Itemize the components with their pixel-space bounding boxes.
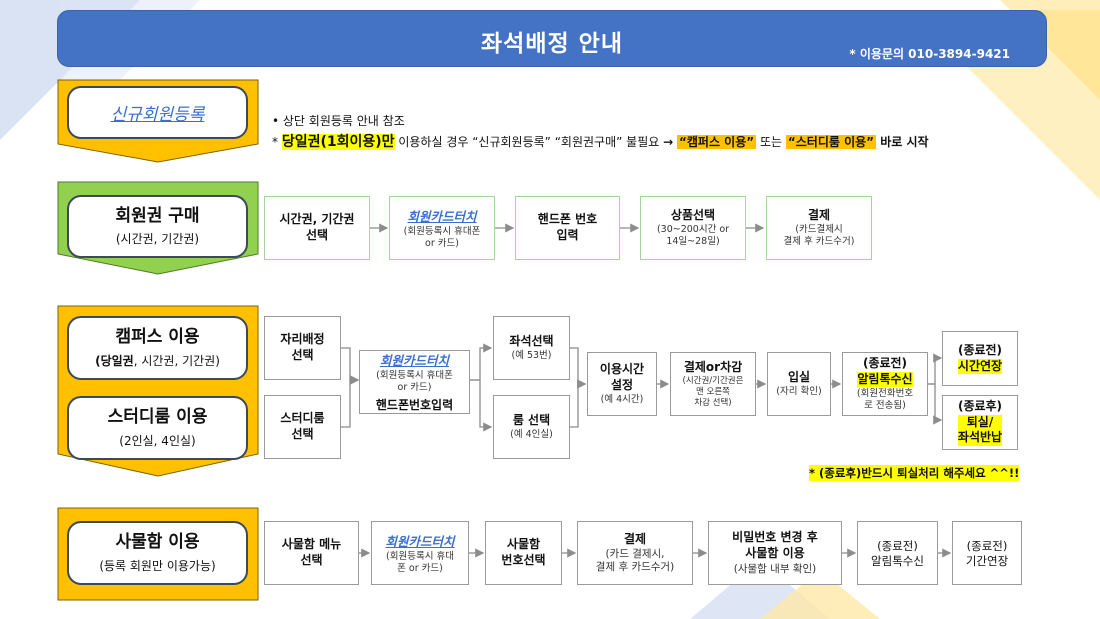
step-link[interactable]: 회원카드터치: [407, 209, 477, 225]
membership-subtitle: (시간권, 기간권): [115, 232, 200, 247]
step-label: 스터디룸 선택: [280, 411, 325, 441]
step-label: 이용시간 설정: [599, 361, 645, 392]
membership-button[interactable]: 회원권 구매 (시간권, 기간권): [67, 195, 248, 258]
locker-button[interactable]: 사물함 이용 (등록 회원만 이용가능): [67, 521, 248, 585]
step-sub: (30~200시간 or 14일~28일): [656, 224, 730, 248]
note-arrow: →: [663, 135, 674, 149]
step-label: (종료전) 기간연장: [965, 539, 1009, 568]
locker-step-payment[interactable]: 결제 (카드 결제시, 결제 후 카드수거): [577, 521, 693, 585]
step-seat-select[interactable]: 좌석선택 (예 53번): [493, 316, 570, 380]
locker-subtitle: (등록 회원만 이용가능): [99, 558, 216, 573]
step-link[interactable]: 회원카드터치: [385, 534, 455, 550]
campus-button[interactable]: 캠퍼스 이용 (당일권, 시간권, 기간권): [67, 316, 248, 380]
step-head: (종료전): [957, 342, 1003, 357]
step-label: 사물함 메뉴 선택: [281, 537, 342, 567]
step-time-setting[interactable]: 이용시간 설정 (예 4시간): [587, 352, 657, 416]
campus-subtitle: (당일권, 시간권, 기간권): [95, 352, 220, 369]
step-sub: (카드결제시 결제 후 카드수거): [783, 224, 855, 248]
campus-title: 캠퍼스 이용: [115, 327, 200, 348]
step-seat-assign[interactable]: 자리배정 선택: [264, 316, 341, 380]
locker-step-menu-select[interactable]: 사물함 메뉴 선택: [264, 521, 359, 585]
step-check-in[interactable]: 입실 (자리 확인): [767, 352, 831, 416]
step-time-extension[interactable]: (종료전) 시간연장: [942, 331, 1018, 386]
step-phone-input: 핸드폰번호입력: [375, 398, 454, 413]
new-member-section: 신규회원등록: [57, 79, 259, 163]
step-pay-or-deduct[interactable]: 결제or차감 (시간권/기간권은 맨 오른쪽 차감 선택): [670, 352, 756, 416]
step-label: 입실: [787, 369, 811, 384]
step-sub: (시간권/기간권은 맨 오른쪽 차감 선택): [682, 376, 744, 408]
step-study-room-select[interactable]: 스터디룸 선택: [264, 395, 341, 459]
note-or: 또는: [756, 135, 786, 149]
step-label: 시간연장: [957, 358, 1003, 375]
step-sub: (회원등록시 휴대 폰 or 카드): [386, 551, 454, 574]
step-sub: (자리 확인): [776, 386, 822, 398]
page-title: 좌석배정 안내: [481, 31, 623, 57]
contact-phone: * 이용문의 010-3894-9421: [849, 47, 1010, 61]
step-head: (종료전): [862, 356, 908, 371]
step-label: 자리배정 선택: [280, 332, 325, 362]
campus-studyroom-section: 캠퍼스 이용 (당일권, 시간권, 기간권) 스터디룸 이용 (2인실, 4인실…: [57, 305, 259, 477]
note-end: 바로 시작: [876, 135, 929, 149]
step-checkout-return-seat[interactable]: (종료후) 퇴실/ 좌석반납: [942, 395, 1018, 450]
new-member-button[interactable]: 신규회원등록: [67, 86, 248, 139]
step-sub: (카드 결제시, 결제 후 카드수거): [595, 548, 675, 574]
step-sub: (예 4인실): [510, 429, 553, 441]
new-member-link[interactable]: 신규회원등록: [110, 105, 205, 125]
study-room-title: 스터디룸 이용: [107, 407, 208, 428]
step-label: 사물함 번호선택: [501, 537, 546, 567]
campus-subtitle-bold: (당일권: [95, 353, 134, 368]
membership-section: 회원권 구매 (시간권, 기간권): [57, 181, 259, 275]
step-sub: (사물함 내부 확인): [733, 562, 817, 575]
step-sub: (회원등록시 휴대폰 or 카드): [403, 226, 481, 249]
step-select-product[interactable]: 상품선택 (30~200시간 or 14일~28일): [640, 196, 746, 260]
campus-tag: “캠퍼스 이용”: [676, 135, 757, 149]
step-link[interactable]: 회원카드터치: [379, 353, 449, 369]
step-room-select[interactable]: 룸 선택 (예 4인실): [493, 395, 570, 459]
locker-step-card-touch[interactable]: 회원카드터치 (회원등록시 휴대 폰 or 카드): [371, 521, 469, 585]
step-label: 상품선택: [670, 207, 716, 222]
day-pass-highlight: 당일권(1회이용)만: [281, 134, 395, 150]
locker-step-extend[interactable]: (종료전) 기간연장: [952, 521, 1022, 585]
step-label: 결제or차감: [683, 359, 743, 374]
step-sub: (회원등록시 휴대폰 or 카드): [376, 370, 453, 394]
step-label: 좌석선택: [509, 333, 554, 348]
step-label: 결제: [807, 207, 831, 222]
study-room-subtitle: (2인실, 4인실): [119, 433, 196, 448]
checkout-warning: * (종료후)반드시 퇴실처리 해주세요 ^^!!: [809, 465, 1020, 481]
step-sub: (회원전화번호 로 전송됨): [856, 388, 914, 412]
note-text: 이용하실 경우 “신규회원등록” “회원권구매” 불필요: [394, 135, 664, 149]
membership-title: 회원권 구매: [115, 205, 200, 226]
locker-section: 사물함 이용 (등록 회원만 이용가능): [57, 507, 259, 601]
step-label: 퇴실/ 좌석반납: [957, 414, 1003, 446]
step-card-touch-or-phone[interactable]: 회원카드터치 (회원등록시 휴대폰 or 카드) 핸드폰번호입력: [359, 350, 470, 414]
locker-step-alert[interactable]: (종료전) 알림톡수신: [857, 521, 938, 585]
step-sub: (예 53번): [511, 350, 552, 362]
step-phone-input[interactable]: 핸드폰 번호 입력: [515, 196, 620, 260]
locker-step-number-select[interactable]: 사물함 번호선택: [485, 521, 562, 585]
step-label: 비밀번호 변경 후 사물함 이용: [732, 530, 818, 560]
locker-title: 사물함 이용: [115, 532, 200, 553]
step-select-pass-type[interactable]: 시간권, 기간권 선택: [264, 196, 370, 260]
step-member-card-touch[interactable]: 회원카드터치 (회원등록시 휴대폰 or 카드): [389, 196, 495, 260]
step-label: 시간권, 기간권 선택: [279, 212, 355, 242]
note-day-pass: * 당일권(1회이용)만 이용하실 경우 “신규회원등록” “회원권구매” 불필…: [272, 131, 929, 151]
campus-subtitle-rest: , 시간권, 기간권): [133, 353, 220, 368]
study-room-tag: “스터디룸 이용”: [785, 135, 877, 149]
step-head: (종료후): [957, 399, 1003, 414]
study-room-button[interactable]: 스터디룸 이용 (2인실, 4인실): [67, 396, 248, 460]
step-payment[interactable]: 결제 (카드결제시 결제 후 카드수거): [766, 196, 872, 260]
step-label: 룸 선택: [512, 412, 551, 427]
note-star: *: [272, 135, 282, 149]
step-sub: (예 4시간): [600, 394, 644, 406]
step-label: 핸드폰 번호 입력: [537, 212, 598, 242]
step-label: 결제: [623, 531, 647, 546]
note-register-guide: • 상단 회원등록 안내 참조: [272, 114, 405, 128]
locker-step-change-password[interactable]: 비밀번호 변경 후 사물함 이용 (사물함 내부 확인): [708, 521, 842, 585]
step-label: 알림톡수신: [857, 371, 913, 388]
title-banner: 좌석배정 안내 * 이용문의 010-3894-9421: [57, 10, 1047, 67]
step-alert-notification[interactable]: (종료전) 알림톡수신 (회원전화번호 로 전송됨): [842, 352, 928, 416]
step-label: (종료전) 알림톡수신: [871, 539, 924, 568]
